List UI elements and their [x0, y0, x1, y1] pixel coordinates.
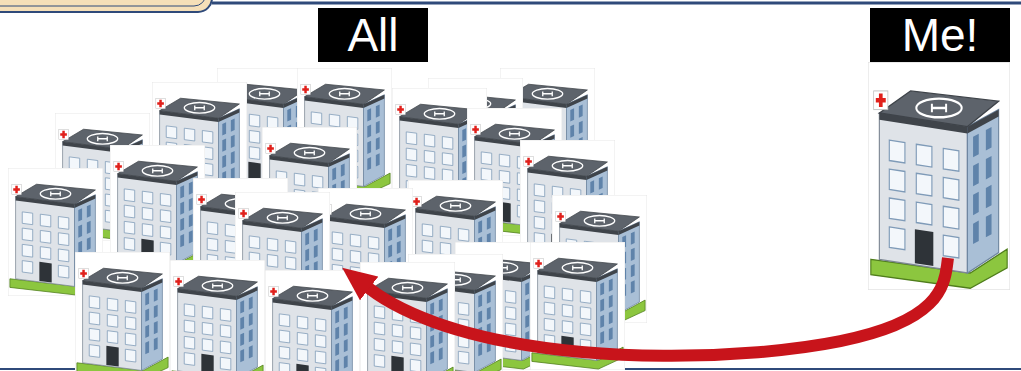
hospital-icon	[170, 260, 265, 371]
hospital-icon	[530, 242, 625, 370]
label-group: Me!	[870, 8, 1010, 258]
node-label: All	[318, 8, 428, 62]
hospital-icon	[868, 62, 1010, 290]
label-group: All	[318, 8, 428, 286]
title-tab-outline	[0, 0, 206, 6]
hospital-cluster	[8, 68, 647, 371]
hospital-icon	[360, 262, 455, 371]
top-rule	[212, 2, 1021, 5]
curved-arrow	[366, 258, 948, 356]
hospital-icon	[75, 252, 170, 371]
node-label: Me!	[870, 8, 1010, 62]
hospital-icon	[265, 270, 360, 371]
